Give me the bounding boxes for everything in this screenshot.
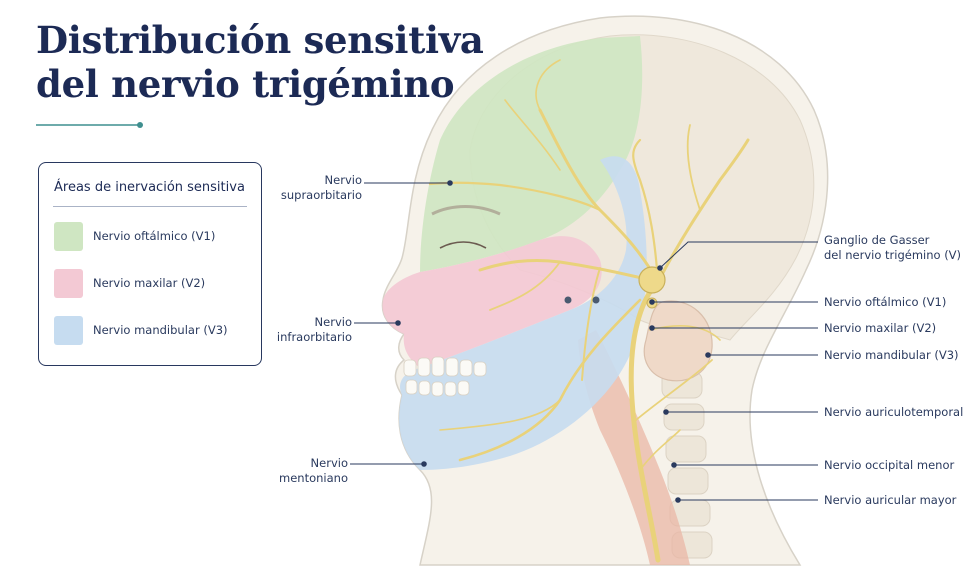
leader-lines <box>350 180 818 503</box>
legend-label-v1: Nervio oftálmico (V1) <box>93 229 216 243</box>
region-v2 <box>382 236 602 368</box>
legend-swatch-v1 <box>54 222 83 251</box>
legend-divider <box>53 206 247 207</box>
legend-swatch-v2 <box>54 269 83 298</box>
label-lesser-occipital-nerve: Nervio occipital menor <box>824 458 955 472</box>
label-infraorbital-nerve: Nervio infraorbitario <box>276 315 352 344</box>
region-v1 <box>420 36 643 272</box>
label-maxillary-nerve: Nervio maxilar (V2) <box>824 321 937 335</box>
legend-label-v3: Nervio mandibular (V3) <box>93 323 228 337</box>
title-underline <box>36 122 143 128</box>
page-title: Distribución sensitiva del nervio trigém… <box>36 18 484 106</box>
ear <box>643 300 713 382</box>
label-auriculotemporal-nerve: Nervio auriculotemporal <box>824 405 964 419</box>
label-mental-nerve: Nervio mentoniano <box>279 456 348 485</box>
legend-label-v2: Nervio maxilar (V2) <box>93 276 206 290</box>
gasserian-ganglion <box>638 266 666 294</box>
eyebrow <box>431 205 501 216</box>
legend-swatch-v3 <box>54 316 83 345</box>
foramina <box>564 296 600 304</box>
title-line-1: Distribución sensitiva <box>36 18 484 62</box>
label-ophthalmic-nerve: Nervio oftálmico (V1) <box>824 295 947 309</box>
closed-eye <box>439 241 487 249</box>
label-mandibular-nerve: Nervio mandibular (V3) <box>824 348 959 362</box>
label-great-auricular-nerve: Nervio auricular mayor <box>824 493 957 507</box>
legend-item-v1: Nervio oftálmico (V1) <box>54 222 254 252</box>
trigeminal-nerve-branches <box>428 59 750 563</box>
teeth <box>403 356 487 397</box>
legend-item-v2: Nervio maxilar (V2) <box>54 269 254 299</box>
label-gasserian-ganglion: Ganglio de Gasser del nervio trigémino (… <box>824 233 962 262</box>
legend-item-v3: Nervio mandibular (V3) <box>54 316 254 346</box>
label-supraorbital-nerve: Nervio supraorbitario <box>280 173 362 202</box>
title-line-2: del nervio trigémino <box>36 62 455 106</box>
legend-title: Áreas de inervación sensitiva <box>54 180 245 195</box>
legend-box: Áreas de inervación sensitiva Nervio oft… <box>38 162 262 366</box>
